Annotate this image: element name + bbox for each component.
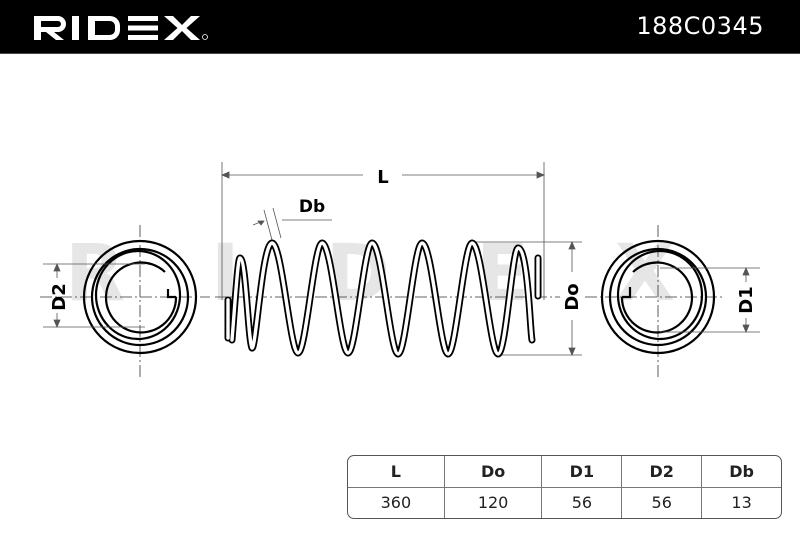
spec-header-cell: Db — [701, 456, 781, 488]
do-label: Do — [562, 283, 583, 310]
end-view-d2 — [82, 239, 198, 355]
spec-table: L Do D1 D2 Db 360 120 56 56 13 — [347, 455, 782, 519]
spec-value-cell: 360 — [348, 486, 445, 518]
d2-label: D2 — [49, 283, 70, 310]
spec-header-cell: L — [348, 456, 445, 488]
spec-value-cell: 13 — [701, 486, 781, 518]
length-dimension — [220, 162, 546, 300]
d1-dimension — [660, 266, 760, 334]
spring-drawing: RIDEX D2 D1 — [40, 162, 760, 380]
wire-diameter-dimension — [252, 207, 332, 241]
do-dimension — [470, 240, 582, 357]
spec-header-row: L Do D1 D2 Db — [348, 456, 781, 488]
spec-value-cell: 56 — [621, 486, 703, 518]
part-number: 188C0345 — [636, 12, 764, 40]
spec-value-cell: 56 — [541, 486, 623, 518]
spring-side-view-inner — [226, 241, 540, 356]
spec-header-cell: Do — [443, 456, 543, 488]
d1-label: D1 — [736, 286, 757, 313]
header-bar: 188C0345 — [0, 0, 800, 54]
db-label: Db — [299, 197, 325, 217]
spec-value-cell: 120 — [443, 486, 543, 518]
end-view-d1 — [600, 239, 716, 355]
d2-dimension — [43, 262, 145, 329]
spec-value-row: 360 120 56 56 13 — [348, 486, 781, 518]
ridex-logo — [34, 16, 208, 40]
spec-header-cell: D1 — [541, 456, 623, 488]
spec-header-cell: D2 — [621, 456, 703, 488]
length-label: L — [377, 167, 388, 188]
